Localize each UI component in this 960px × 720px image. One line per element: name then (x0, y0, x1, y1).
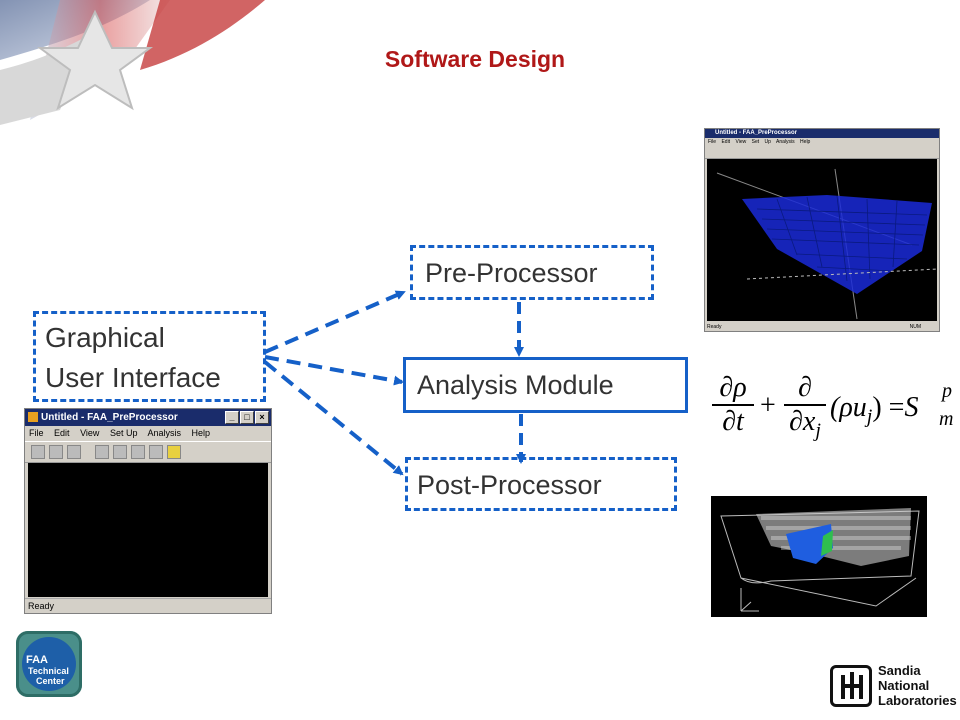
arrow-gui-to-post (263, 360, 404, 476)
faa-logo-line3: Center (36, 676, 65, 686)
menu-edit: Edit (54, 428, 70, 438)
eq-rhs-sub: m (939, 408, 954, 430)
menu-file: File (29, 428, 44, 438)
faa-technical-center-logo: FAA Technical Center (16, 631, 82, 697)
pre-processor-label: Pre-Processor (425, 258, 598, 288)
pre-window-titlebar: Untitled - FAA_PreProcessor (705, 129, 939, 138)
sandia-logo-line2: National (878, 678, 930, 693)
gui-node: Graphical User Interface (33, 311, 266, 402)
sandia-logo: Sandia National Laboratories (830, 663, 957, 711)
cut-icon (95, 445, 110, 459)
post-processor-label: Post-Processor (417, 470, 602, 500)
new-icon (31, 445, 45, 459)
eq-frac1: ∂ρ ∂t (710, 372, 756, 438)
menu-analysis: Analysis (147, 428, 181, 438)
gui-node-label-line2: User Interface (45, 362, 221, 393)
analysis-module-node: Analysis Module (403, 357, 688, 413)
gui-window-title: Untitled - FAA_PreProcessor (41, 412, 178, 423)
sandia-logo-line3: Laboratories (878, 693, 957, 708)
minimize-icon: _ (225, 411, 239, 424)
faa-logo-line2: Technical (28, 666, 69, 676)
pre-window-status: Ready NUM (707, 324, 921, 330)
maximize-icon: □ (240, 411, 254, 424)
governing-equation: ∂ρ ∂t + ∂ ∂xj (ρuj) =S p m (710, 372, 960, 460)
gui-window-titlebar: Untitled - FAA_PreProcessor _ □ × (25, 409, 271, 426)
gui-window-menu: File Edit View Set Up Analysis Help (25, 426, 271, 441)
sandia-logo-line1: Sandia (878, 663, 921, 678)
pre-processor-screenshot: Untitled - FAA_PreProcessor File Edit Vi… (704, 128, 940, 332)
app-icon (28, 412, 38, 422)
eq-body: (ρuj) =S (830, 392, 919, 428)
page-title: Software Design (384, 46, 566, 72)
print-icon (149, 445, 164, 459)
gui-window-toolbar (25, 441, 271, 463)
analysis-module-label: Analysis Module (417, 370, 614, 400)
menu-view: View (80, 428, 100, 438)
arrow-gui-to-analysis (264, 355, 404, 386)
pre-processor-node: Pre-Processor (410, 245, 654, 300)
gui-window-canvas (28, 463, 268, 597)
save-icon (67, 445, 81, 459)
close-icon: × (255, 411, 269, 424)
copy-icon (113, 445, 128, 459)
faa-logo-badge (22, 637, 76, 691)
arrow-gui-to-pre (264, 290, 406, 354)
star-banner-graphic (0, 0, 265, 125)
help-icon (167, 445, 182, 459)
mesh-view (707, 159, 937, 321)
eq-plus: + (760, 390, 776, 421)
menu-help: Help (191, 428, 211, 438)
gui-window-status: Ready (25, 598, 271, 613)
pre-window-menu: File Edit View Set Up Analysis Help (708, 139, 811, 145)
eq-rhs-sup: p (942, 380, 952, 402)
paste-icon (131, 445, 146, 459)
open-icon (49, 445, 63, 459)
eq-frac2: ∂ ∂xj (782, 372, 828, 447)
gui-node-label-line1: Graphical (45, 322, 165, 353)
pre-window-toolbar (705, 146, 939, 159)
pre-window-title: Untitled - FAA_PreProcessor (715, 130, 798, 136)
post-processor-render (711, 496, 927, 617)
gui-window-screenshot: Untitled - FAA_PreProcessor _ □ × File E… (24, 408, 272, 614)
menu-setup: Set Up (109, 428, 138, 438)
faa-logo-line1: FAA (26, 654, 48, 666)
post-processor-node: Post-Processor (405, 457, 677, 511)
sandia-thunderbird-icon (830, 665, 872, 707)
